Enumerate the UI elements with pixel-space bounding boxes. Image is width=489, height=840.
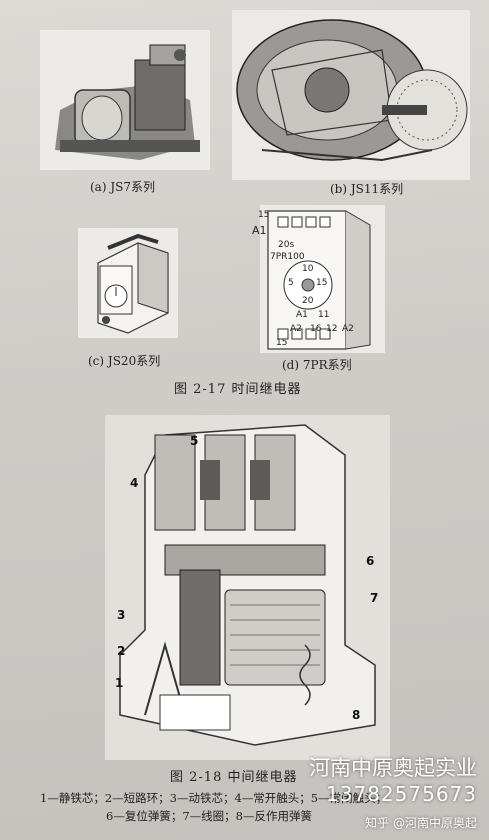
7pr-terminal-15: 15 xyxy=(258,210,270,220)
7pr-terminal-a2: A2 xyxy=(290,324,302,334)
7pr-dial-15: 15 xyxy=(316,278,328,288)
7pr-dial-5: 5 xyxy=(288,278,294,288)
js7-relay-photo xyxy=(40,30,210,170)
figure-2-17-title: 图 2-17 时间继电器 xyxy=(174,382,302,397)
7pr-dial-10: 10 xyxy=(302,264,314,274)
watermark-phone: 13782575673 xyxy=(326,782,477,806)
7pr-terminal-15-lower: 15 xyxy=(276,338,288,348)
intermediate-relay-photo xyxy=(105,415,390,760)
callout-3: 3 xyxy=(117,608,126,622)
7pr-terminal-a1-lower: A1 xyxy=(296,310,308,320)
7pr-relay-illustration xyxy=(260,205,385,353)
intermediate-relay-illustration xyxy=(105,415,390,760)
7pr-terminal-11: 11 xyxy=(318,310,330,320)
callout-4: 4 xyxy=(130,476,139,490)
callout-8: 8 xyxy=(352,708,361,722)
7pr-terminal-16: 16 xyxy=(310,324,322,334)
js7-relay-illustration xyxy=(40,30,210,170)
7pr-terminal-a1: A1 xyxy=(252,224,267,237)
js11-relay-illustration xyxy=(232,10,470,180)
watermark-company: 河南中原奥起实业 xyxy=(309,756,477,780)
legend-line-2: 6—复位弹簧；7—线圈；8—反作用弹簧 xyxy=(106,809,312,823)
caption-js7: (a) JS7系列 xyxy=(90,180,155,194)
callout-6: 6 xyxy=(366,554,375,568)
watermark-zhihu: 知乎 @河南中原奥起 xyxy=(365,816,477,830)
7pr-range-20s: 20s xyxy=(278,240,295,250)
callout-1: 1 xyxy=(115,676,124,690)
js20-relay-illustration xyxy=(78,228,178,338)
7pr-model: 7PR100 xyxy=(270,252,305,262)
figure-2-18-title: 图 2-18 中间继电器 xyxy=(170,770,298,785)
callout-2: 2 xyxy=(117,644,126,658)
7pr-dial-20: 20 xyxy=(302,296,314,306)
7pr-relay-photo xyxy=(260,205,385,353)
js11-relay-photo xyxy=(232,10,470,180)
legend-line-1: 1—静铁芯；2—短路环；3—动铁芯；4—常开触头；5—常闭触头； xyxy=(40,791,388,805)
7pr-terminal-12: 12 xyxy=(326,324,338,334)
js20-relay-photo xyxy=(78,228,178,338)
caption-js11: (b) JS11系列 xyxy=(330,182,404,196)
callout-5: 5 xyxy=(190,434,199,448)
caption-7pr: (d) 7PR系列 xyxy=(282,358,352,372)
caption-js20: (c) JS20系列 xyxy=(88,354,161,368)
callout-7: 7 xyxy=(370,591,379,605)
7pr-terminal-a2-right: A2 xyxy=(342,324,354,334)
